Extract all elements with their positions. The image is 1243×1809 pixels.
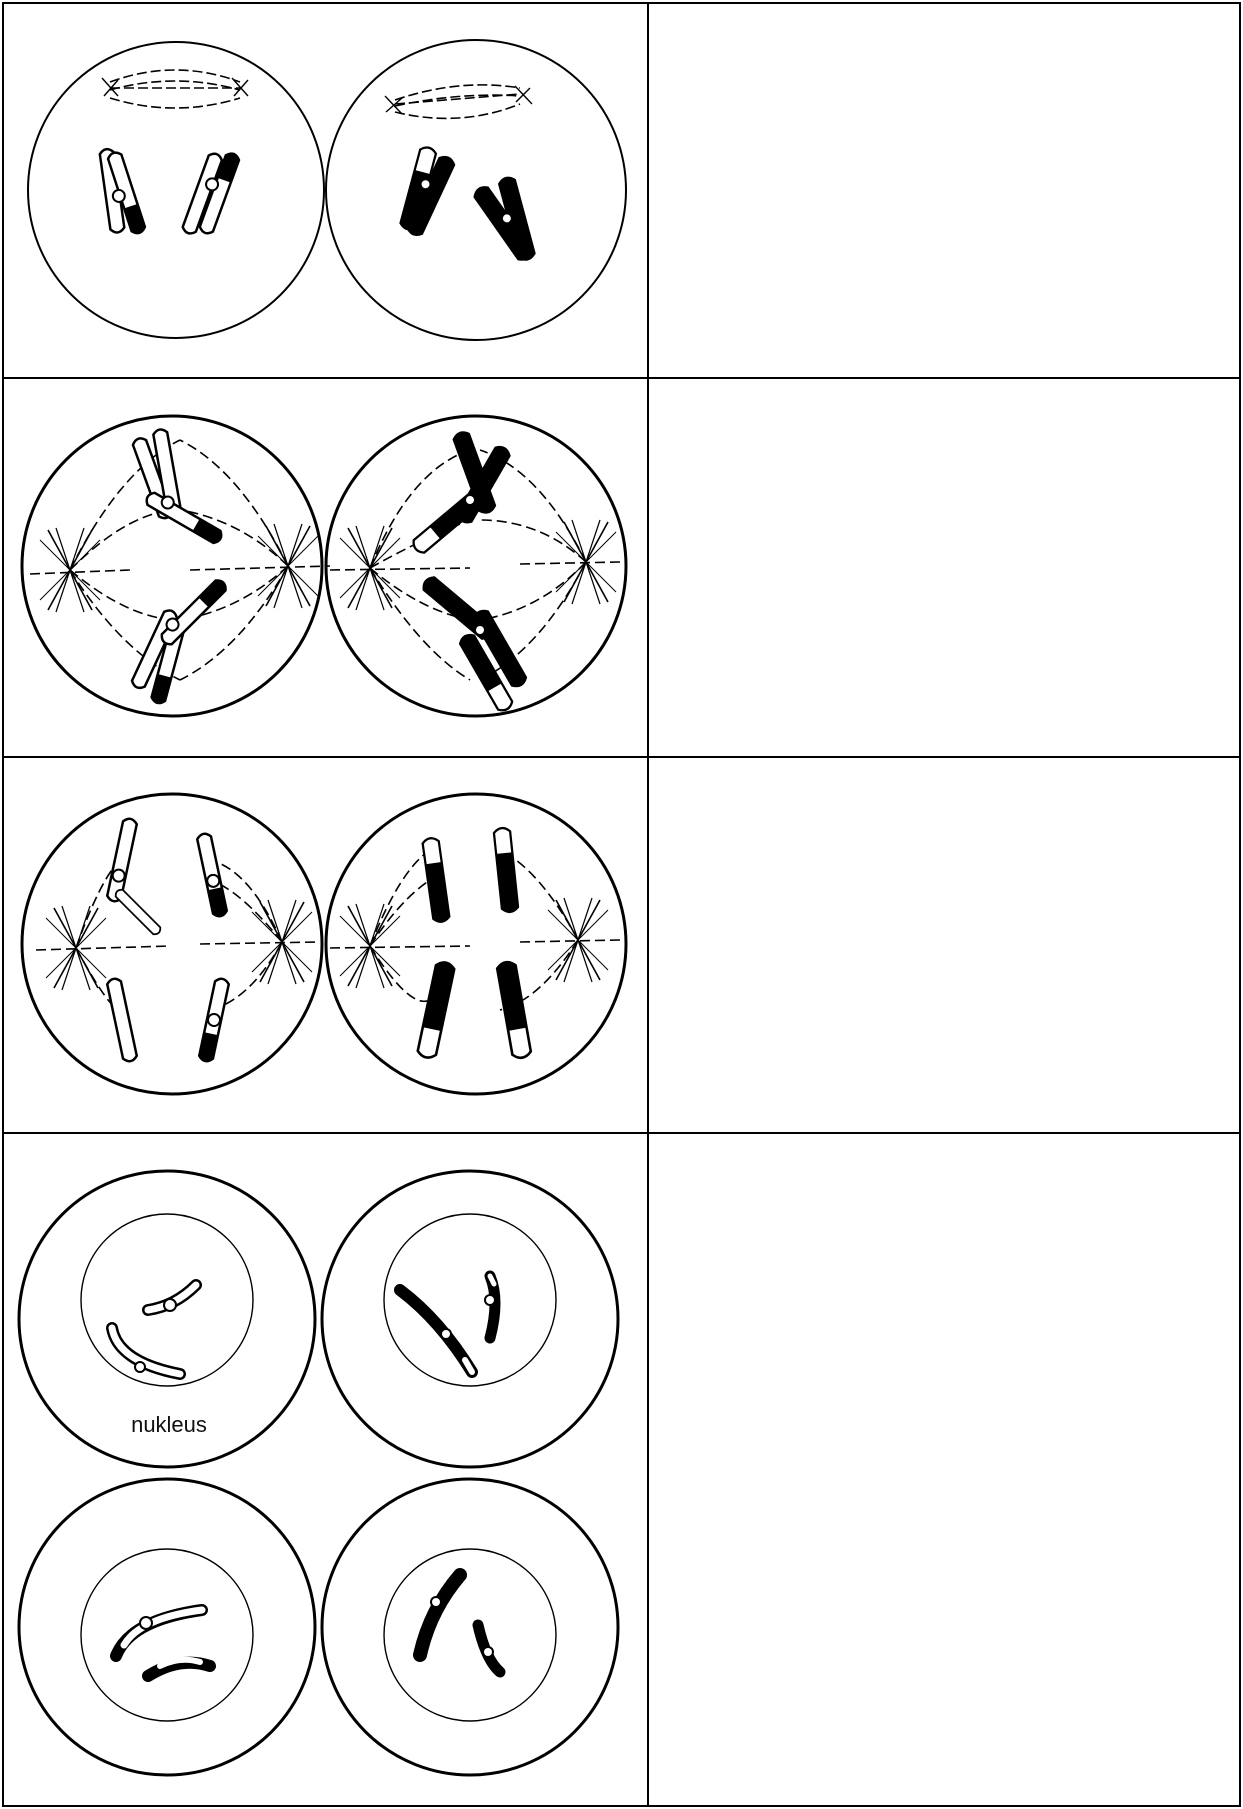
chromatid: [198, 977, 229, 1062]
nucleus-label: nukleus: [131, 1412, 207, 1437]
chromosome: [398, 146, 457, 241]
row1-prophase-illustration: [28, 40, 626, 340]
cell-bottom-right: [322, 1479, 618, 1775]
chromatid: [422, 837, 450, 922]
chromosome: [418, 559, 535, 715]
cell-bottom-left: [19, 1479, 315, 1775]
chromatid: [114, 888, 163, 937]
chromosome: [393, 423, 525, 577]
chromosome: [420, 1575, 460, 1655]
chromatid: [196, 832, 227, 917]
chromosome: [99, 145, 146, 238]
nucleus-bottom-right: [384, 1549, 556, 1721]
chromosome: [472, 168, 559, 265]
chromatid: [106, 977, 137, 1062]
row2-metaphase-illustration: [22, 416, 626, 716]
cell-left: [28, 42, 324, 338]
cell-left: [22, 794, 322, 1094]
chromosome: [122, 420, 227, 564]
chromosome: [400, 1290, 472, 1372]
row3-anaphase-illustration: [22, 794, 626, 1094]
chromosome: [128, 563, 231, 711]
cell-top-right: [322, 1171, 618, 1467]
nucleus-bottom-left: [81, 1549, 253, 1721]
cell-right: [326, 40, 626, 340]
spindle-remnant-left: [110, 70, 240, 108]
chromosome: [181, 146, 240, 241]
chromatid: [494, 827, 519, 912]
row4-telophase-illustration: nukleus: [19, 1171, 618, 1775]
spindle-remnant-right: [395, 85, 520, 119]
chromatid: [417, 961, 455, 1059]
